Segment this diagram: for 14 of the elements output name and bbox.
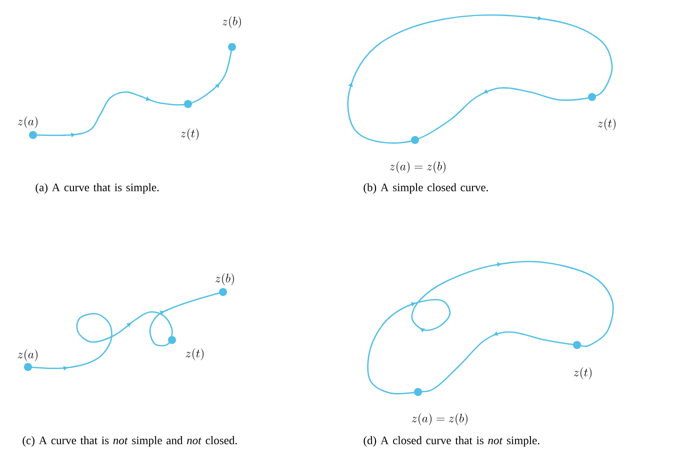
point-label: $z(a)$ [18, 116, 38, 128]
point-label: $z(b)$ [215, 273, 234, 286]
point-label: $z(t)$ [186, 348, 204, 360]
caption: (d) A closed curve that is not simple. [364, 436, 540, 447]
point-label: $z(t)$ [598, 118, 616, 130]
point-label: $z(a) = z(b)$ [412, 413, 468, 426]
caption: (b) A simple closed curve. [364, 183, 488, 194]
point-label: $z(a)$ [18, 349, 38, 362]
point-label: $z(a) = z(b)$ [390, 161, 446, 174]
point-label: $z(t)$ [574, 367, 592, 380]
caption: (a) A curve that is simple. [36, 183, 159, 194]
point-label: $z(b)$ [222, 16, 241, 28]
point-label: $z(t)$ [180, 128, 198, 140]
caption: (c) A curve that is not simple and not closed. [22, 436, 237, 447]
